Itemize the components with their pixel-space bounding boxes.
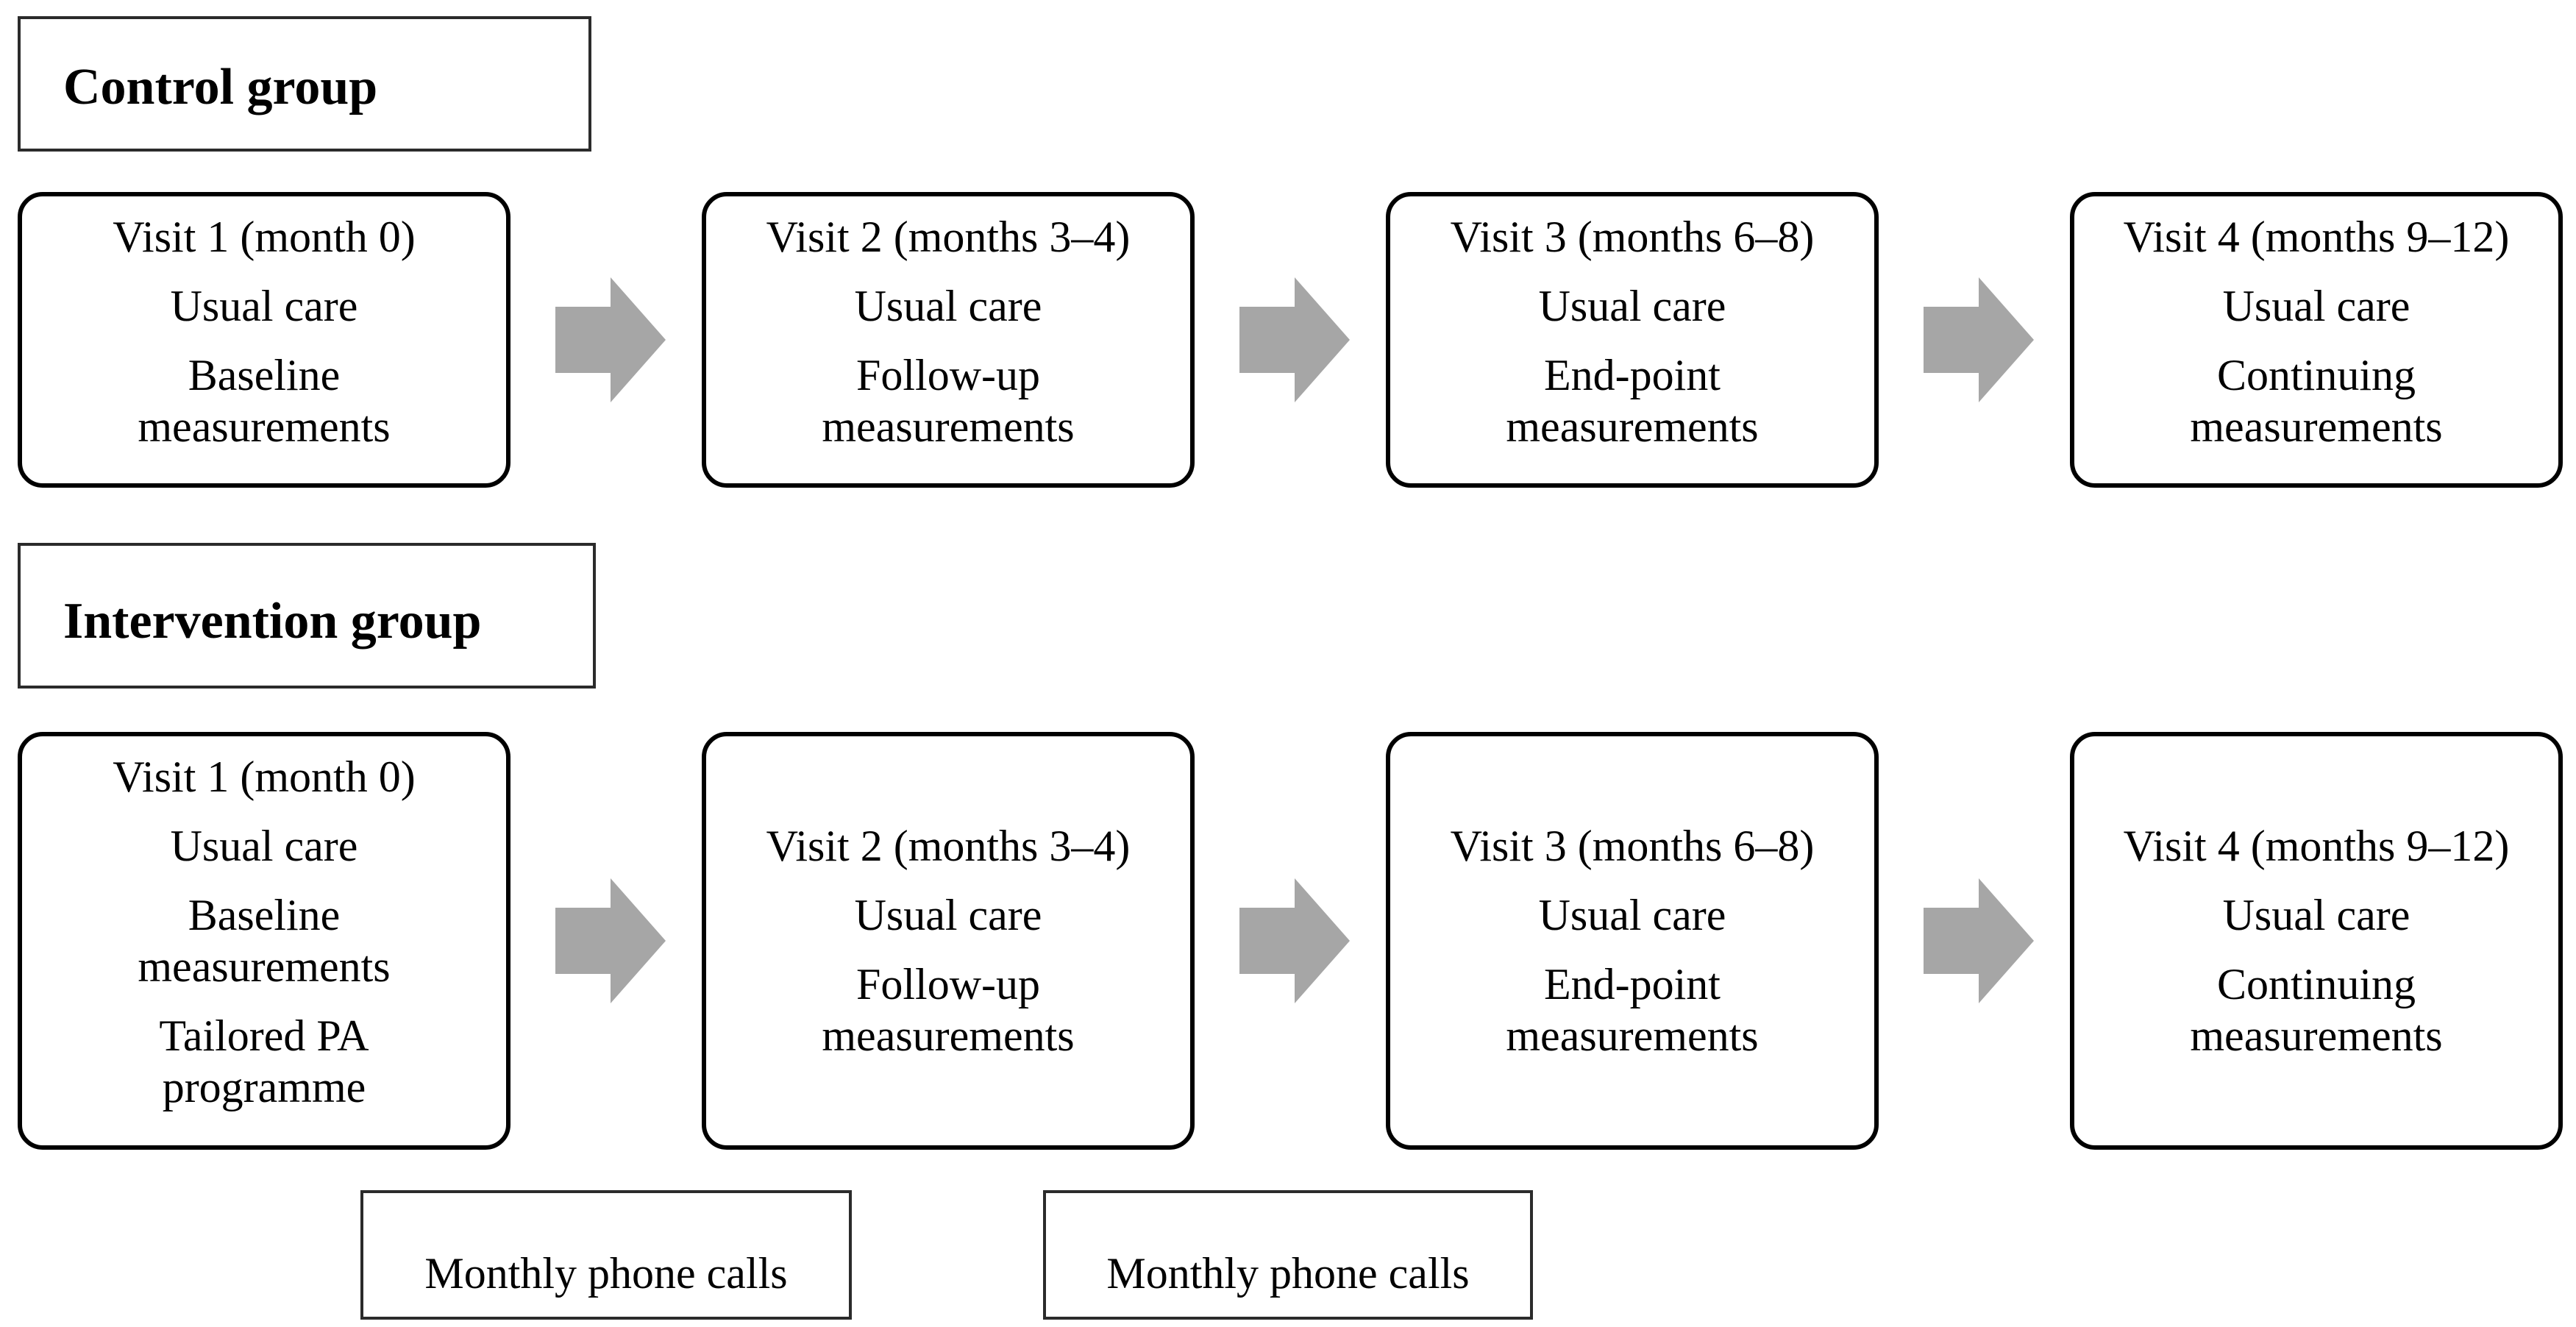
visit-title: Visit 1 (month 0)	[113, 753, 416, 801]
measurement-suffix: measurements	[822, 402, 1075, 451]
measurement-type: End-point	[1544, 960, 1721, 1008]
control-visit-2: Visit 2 (months 3–4) Usual care Follow-u…	[702, 192, 1195, 488]
visit-measurements: Continuing measurements	[2190, 958, 2442, 1061]
measurement-type: Baseline	[188, 891, 341, 939]
measurement-suffix: measurements	[1506, 1011, 1759, 1060]
visit-title: Visit 3 (months 6–8)	[1450, 213, 1815, 261]
control-visit-3: Visit 3 (months 6–8) Usual care End-poin…	[1386, 192, 1879, 488]
phone-calls-note-1: Monthly phone calls	[360, 1190, 852, 1320]
right-block-arrow-icon	[1924, 277, 2034, 402]
visit-care: Usual care	[170, 282, 358, 330]
visit-care: Usual care	[854, 282, 1042, 330]
measurement-type: Continuing	[2216, 960, 2416, 1008]
programme-suffix: programme	[162, 1063, 366, 1111]
visit-measurements: End-point measurements	[1506, 349, 1758, 452]
visit-measurements: Continuing measurements	[2190, 349, 2442, 452]
control-visit-4: Visit 4 (months 9–12) Usual care Continu…	[2070, 192, 2563, 488]
measurement-type: Follow-up	[855, 351, 1041, 399]
visit-title: Visit 2 (months 3–4)	[766, 822, 1131, 870]
intervention-group-title: Intervention group	[63, 593, 482, 650]
measurement-type: Follow-up	[855, 960, 1041, 1008]
visit-programme: Tailored PA programme	[159, 1010, 369, 1113]
visit-title: Visit 1 (month 0)	[113, 213, 416, 261]
visit-care: Usual care	[1538, 282, 1726, 330]
measurement-type: Baseline	[188, 351, 341, 399]
visit-care: Usual care	[1538, 891, 1726, 939]
visit-measurements: Baseline measurements	[138, 889, 390, 992]
intervention-visit-2: Visit 2 (months 3–4) Usual care Follow-u…	[702, 732, 1195, 1150]
right-block-arrow-icon	[1924, 878, 2034, 1003]
control-visit-1: Visit 1 (month 0) Usual care Baseline me…	[18, 192, 510, 488]
intervention-group-title-box: Intervention group	[18, 543, 596, 689]
measurement-suffix: measurements	[2190, 402, 2443, 451]
visit-measurements: Baseline measurements	[138, 349, 390, 452]
visit-title: Visit 3 (months 6–8)	[1450, 822, 1815, 870]
visit-care: Usual care	[854, 891, 1042, 939]
visit-title: Visit 4 (months 9–12)	[2123, 213, 2510, 261]
right-block-arrow-icon	[555, 277, 666, 402]
phone-calls-note-2: Monthly phone calls	[1043, 1190, 1533, 1320]
visit-care: Usual care	[2222, 891, 2410, 939]
measurement-suffix: measurements	[1506, 402, 1759, 451]
control-group-title: Control group	[63, 59, 378, 115]
measurement-suffix: measurements	[138, 942, 391, 991]
measurement-type: Continuing	[2216, 351, 2416, 399]
visit-measurements: End-point measurements	[1506, 958, 1758, 1061]
measurement-suffix: measurements	[138, 402, 391, 451]
measurement-suffix: measurements	[2190, 1011, 2443, 1060]
right-block-arrow-icon	[1239, 277, 1350, 402]
visit-measurements: Follow-up measurements	[822, 349, 1074, 452]
programme-name: Tailored PA	[159, 1011, 369, 1060]
right-block-arrow-icon	[1239, 878, 1350, 1003]
measurement-type: End-point	[1544, 351, 1721, 399]
intervention-visit-3: Visit 3 (months 6–8) Usual care End-poin…	[1386, 732, 1879, 1150]
measurement-suffix: measurements	[822, 1011, 1075, 1060]
right-block-arrow-icon	[555, 878, 666, 1003]
visit-title: Visit 2 (months 3–4)	[766, 213, 1131, 261]
intervention-visit-4: Visit 4 (months 9–12) Usual care Continu…	[2070, 732, 2563, 1150]
visit-title: Visit 4 (months 9–12)	[2123, 822, 2510, 870]
control-group-title-box: Control group	[18, 16, 591, 152]
visit-care: Usual care	[2222, 282, 2410, 330]
visit-care: Usual care	[170, 822, 358, 870]
intervention-visit-1: Visit 1 (month 0) Usual care Baseline me…	[18, 732, 510, 1150]
visit-measurements: Follow-up measurements	[822, 958, 1074, 1061]
